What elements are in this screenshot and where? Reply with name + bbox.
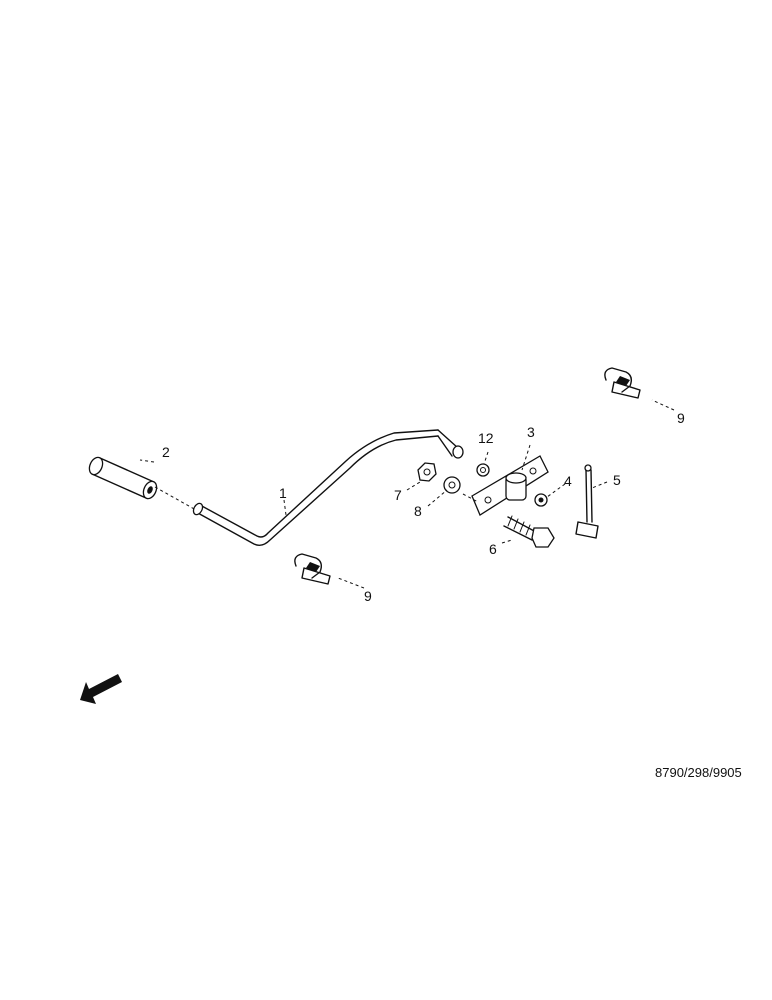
callout-2: 2	[162, 444, 170, 460]
part-3-mounting-plate	[471, 455, 549, 516]
part-9-clip-upper	[604, 367, 641, 399]
callout-8: 8	[414, 503, 422, 519]
reference-code: 8790/298/9905	[655, 765, 742, 780]
part-6-bolt	[503, 515, 555, 548]
part-1-lever-rod	[192, 429, 464, 547]
callout-7: 7	[394, 487, 402, 503]
leader-lines	[139, 399, 675, 589]
callout-4: 4	[564, 473, 572, 489]
callout-1: 1	[279, 485, 287, 501]
part-9-clip-lower	[294, 553, 331, 585]
callout-9-upper: 9	[677, 410, 685, 426]
part-12-washer	[476, 463, 490, 477]
part-8-washer	[443, 476, 461, 494]
callout-5: 5	[613, 472, 621, 488]
callout-12: 12	[478, 430, 494, 446]
callout-6: 6	[489, 541, 497, 557]
direction-arrow-icon	[80, 674, 122, 704]
part-7-nut	[417, 462, 437, 482]
part-2-handle-grip	[88, 456, 158, 500]
callout-9-lower: 9	[364, 588, 372, 604]
part-4-washer	[534, 493, 548, 507]
callout-3: 3	[527, 424, 535, 440]
part-5-pin	[575, 464, 599, 539]
